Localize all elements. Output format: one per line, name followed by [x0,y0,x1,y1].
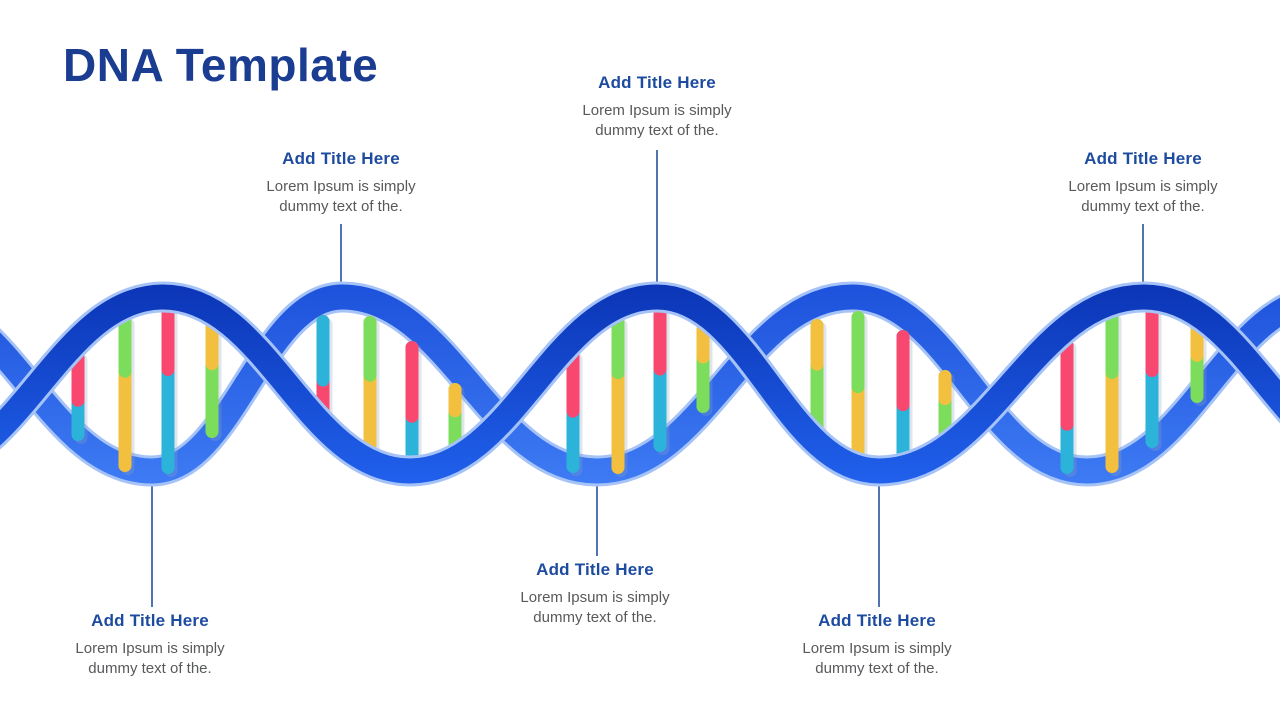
callout-bottom-right: Add Title Here Lorem Ipsum is simply dum… [767,611,987,679]
callout-title: Add Title Here [282,149,400,168]
helix-front-strand [0,281,1280,487]
callout-top-center: Add Title Here Lorem Ipsum is simply dum… [547,73,767,141]
callout-title: Add Title Here [598,73,716,92]
callout-body: Lorem Ipsum is simply dummy text of the. [520,589,670,626]
dna-base-pair-rungs [71,305,1207,477]
helix-back-strand [0,281,1280,487]
callout-body: Lorem Ipsum is simply dummy text of the. [75,640,225,677]
callout-body: Lorem Ipsum is simply dummy text of the. [582,102,732,139]
callout-body: Lorem Ipsum is simply dummy text of the. [266,178,416,215]
slide-title: DNA Template [63,39,379,91]
callout-body: Lorem Ipsum is simply dummy text of the. [802,640,952,677]
callout-top-left: Add Title Here Lorem Ipsum is simply dum… [231,149,451,217]
callout-title: Add Title Here [91,611,209,630]
callout-top-right: Add Title Here Lorem Ipsum is simply dum… [1033,149,1253,217]
callout-bottom-left: Add Title Here Lorem Ipsum is simply dum… [40,611,260,679]
callout-body: Lorem Ipsum is simply dummy text of the. [1068,178,1218,215]
callout-title: Add Title Here [536,560,654,579]
callout-bottom-center: Add Title Here Lorem Ipsum is simply dum… [485,560,705,628]
callout-title: Add Title Here [1084,149,1202,168]
callout-title: Add Title Here [818,611,936,630]
